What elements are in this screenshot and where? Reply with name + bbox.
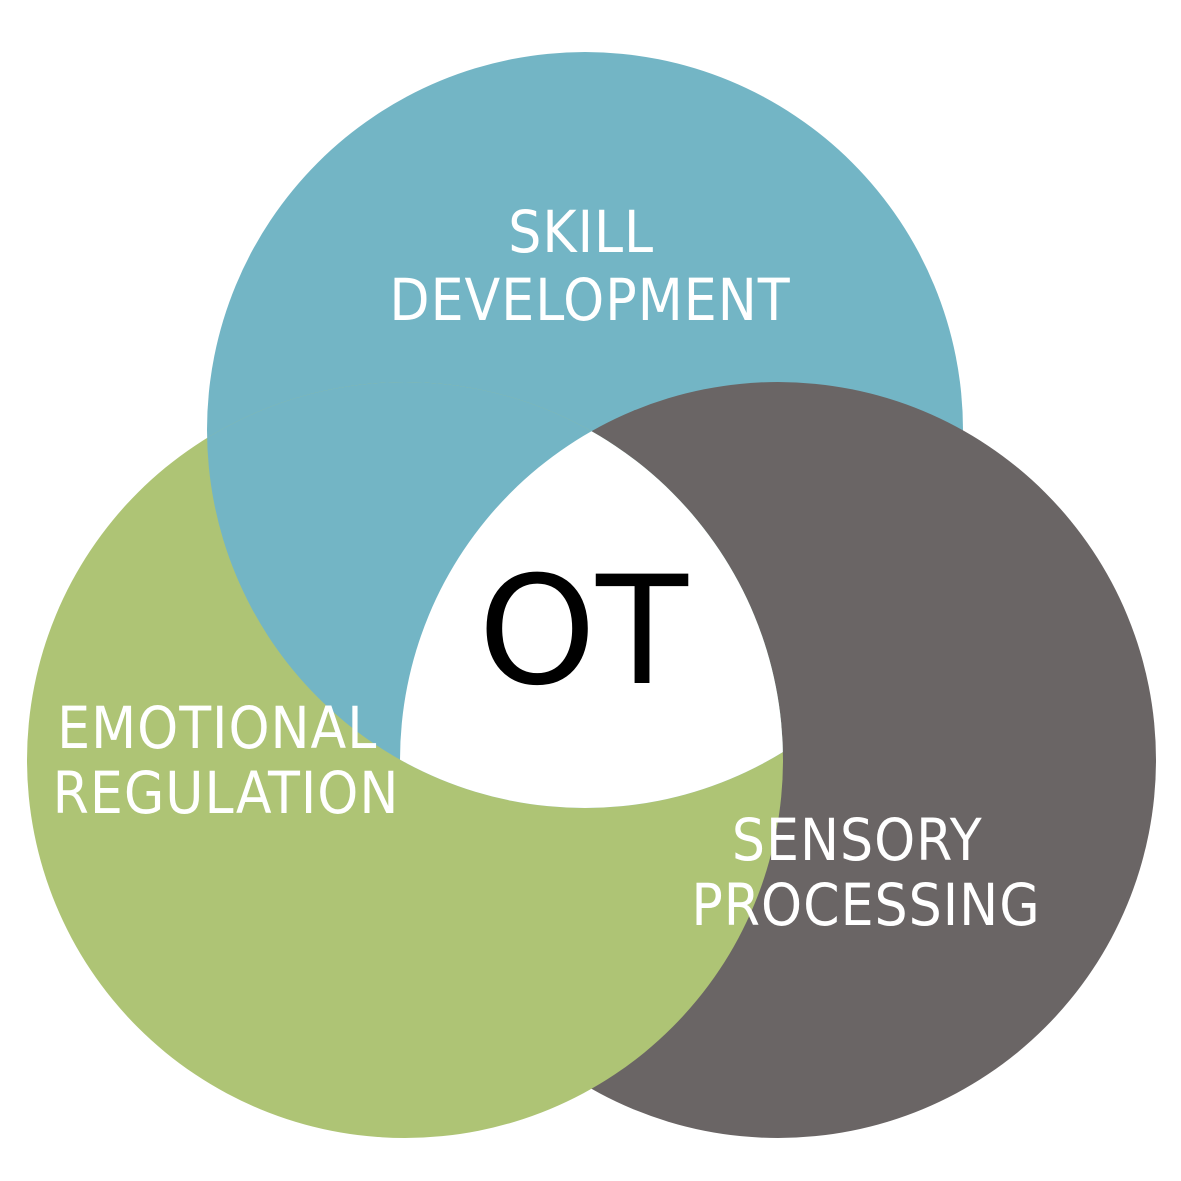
label-emotional-line-2: REGULATION bbox=[53, 759, 400, 827]
label-emotional: EMOTIONAL REGULATION bbox=[53, 694, 400, 827]
label-skill-line-2: DEVELOPMENT bbox=[389, 266, 790, 334]
label-sensory: SENSORY PROCESSING bbox=[691, 806, 1040, 939]
center-label-ot: OT bbox=[478, 545, 689, 719]
label-emotional-line-1: EMOTIONAL bbox=[57, 694, 377, 762]
label-skill-line-1: SKILL bbox=[508, 198, 654, 266]
label-sensory-line-1: SENSORY bbox=[732, 806, 983, 874]
label-skill: SKILL DEVELOPMENT bbox=[389, 198, 790, 334]
label-sensory-line-2: PROCESSING bbox=[691, 871, 1040, 939]
